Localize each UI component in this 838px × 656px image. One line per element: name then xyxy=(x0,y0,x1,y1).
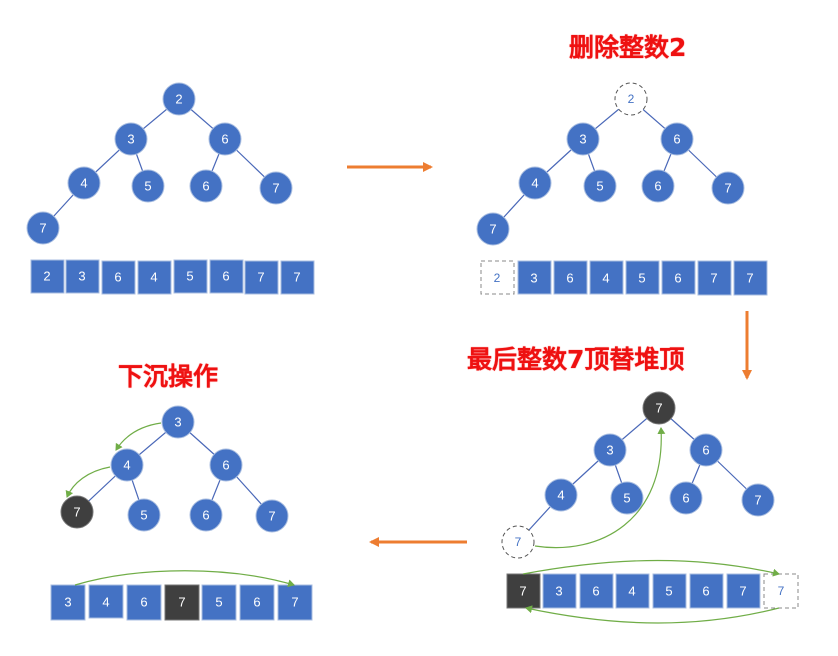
array-cell: 5 xyxy=(215,595,222,610)
array-cell: 2 xyxy=(494,271,501,285)
array-cell: 7 xyxy=(519,584,526,599)
array-cell: 4 xyxy=(628,584,635,599)
removed-cell xyxy=(480,260,515,295)
array-cell: 3 xyxy=(555,584,562,599)
panel-delete: 2 3 6 4 5 6 7 7 2 3 6 4 5 6 7 7 xyxy=(476,82,768,296)
node: 2 xyxy=(175,92,182,107)
array-cell: 7 xyxy=(291,595,298,610)
title-sink: 下沉操作 xyxy=(118,362,219,391)
title-delete: 删除整数2 xyxy=(569,33,687,62)
array-move-arrow xyxy=(74,570,295,588)
array-cell: 7 xyxy=(710,271,717,286)
array-cell: 3 xyxy=(78,269,85,284)
tree-edges xyxy=(42,98,277,229)
array-cell: 4 xyxy=(602,271,609,286)
panel-initial: 2 3 6 4 5 6 7 7 2 3 6 4 5 6 7 7 xyxy=(26,82,315,295)
removed-node-label: 2 xyxy=(628,92,635,106)
node: 6 xyxy=(202,508,209,523)
node: 5 xyxy=(144,179,151,194)
move-to-top-arrow xyxy=(534,427,666,549)
node: 5 xyxy=(596,179,603,194)
panel-sink: 3 4 6 7 5 6 7 3 4 6 7 5 6 7 xyxy=(50,405,313,621)
node: 6 xyxy=(682,491,689,506)
array-cell: 5 xyxy=(665,584,672,599)
array-cell: 7 xyxy=(293,270,300,285)
array-cell: 4 xyxy=(150,270,157,285)
node: 3 xyxy=(127,132,134,147)
array-cell: 6 xyxy=(140,595,147,610)
node: 5 xyxy=(623,491,630,506)
node: 5 xyxy=(140,508,147,523)
tree-nodes xyxy=(26,82,293,245)
array-cell: 3 xyxy=(64,595,71,610)
moved-cell xyxy=(763,573,799,609)
removed-node xyxy=(614,82,648,116)
title-replace: 最后整数7顶替堆顶 xyxy=(467,345,685,374)
array-cell: 6 xyxy=(674,271,681,286)
node: 7 xyxy=(754,493,761,508)
array-cell: 7 xyxy=(257,270,264,285)
array-swap-arrow-top xyxy=(522,559,780,577)
node: 7 xyxy=(73,505,80,520)
node: 7 xyxy=(655,401,662,416)
node: 3 xyxy=(174,415,181,430)
node: 7 xyxy=(268,509,275,524)
array xyxy=(30,259,315,295)
array-cell: 7 xyxy=(746,271,753,286)
node: 6 xyxy=(202,179,209,194)
sink-arrow-1 xyxy=(115,422,162,451)
node: 3 xyxy=(579,132,586,147)
array-cell: 5 xyxy=(186,269,193,284)
node: 7 xyxy=(489,222,496,237)
array-cell: 7 xyxy=(739,584,746,599)
array-cell: 4 xyxy=(102,595,109,610)
array-cell: 3 xyxy=(530,271,537,286)
node: 7 xyxy=(39,221,46,236)
node: 6 xyxy=(221,132,228,147)
moved-node-label: 7 xyxy=(515,535,522,549)
node: 4 xyxy=(557,488,564,503)
array-cell: 2 xyxy=(43,269,50,284)
highlight-cell xyxy=(164,584,200,621)
highlight-node xyxy=(642,391,676,425)
highlight-node xyxy=(60,495,94,529)
node: 4 xyxy=(80,176,87,191)
node: 7 xyxy=(272,181,279,196)
node: 6 xyxy=(222,458,229,473)
array-swap-arrow-bottom xyxy=(525,605,780,624)
array-cell: 6 xyxy=(702,584,709,599)
node: 6 xyxy=(654,179,661,194)
moved-node xyxy=(501,525,535,559)
node: 6 xyxy=(673,132,680,147)
array-cell: 7 xyxy=(178,595,185,610)
node: 4 xyxy=(123,458,130,473)
array-cell: 6 xyxy=(566,271,573,286)
array-cell: 6 xyxy=(114,270,121,285)
panel-replace: 7 3 6 4 5 6 7 7 7 3 6 4 5 6 7 xyxy=(501,391,799,624)
array-cell: 7 xyxy=(778,584,785,598)
array-cell: 5 xyxy=(638,271,645,286)
node: 7 xyxy=(724,181,731,196)
array-cell: 6 xyxy=(253,595,260,610)
node: 3 xyxy=(606,443,613,458)
node: 6 xyxy=(702,443,709,458)
sink-arrow-2 xyxy=(65,466,111,498)
node: 4 xyxy=(531,176,538,191)
array-cell: 6 xyxy=(222,269,229,284)
array-cell: 6 xyxy=(592,584,599,599)
